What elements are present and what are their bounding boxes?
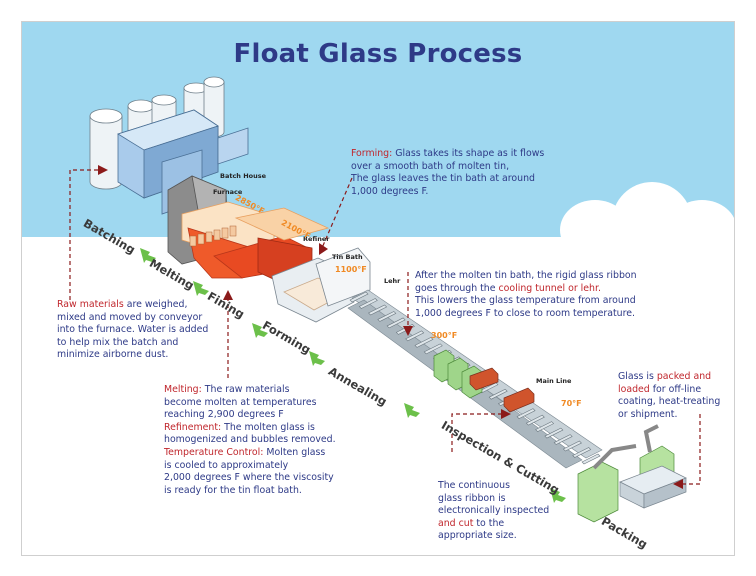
conveyor-roller bbox=[405, 330, 425, 342]
forming-caption-text: over a smooth bath of molten tin, bbox=[351, 160, 510, 172]
tin-bath-temperature: 1100°F bbox=[335, 265, 367, 274]
forming-caption-label: Forming: bbox=[351, 148, 393, 159]
inspection-caption-text: to the bbox=[473, 517, 505, 529]
leader-arrowheads bbox=[98, 165, 683, 489]
annealing-caption-text: goes through the bbox=[415, 282, 499, 294]
packing-robots bbox=[577, 424, 687, 523]
raw-materials-caption-text: into the furnace. Water is added bbox=[57, 324, 209, 336]
conveyor-roller bbox=[535, 421, 555, 432]
conveyor-roller bbox=[581, 453, 601, 465]
melting-caption: Melting: The raw materials become molten… bbox=[164, 384, 336, 497]
annealing-temperature: 300°F bbox=[431, 331, 458, 340]
melting-caption-text: become molten at temperatures bbox=[164, 396, 317, 408]
packing-caption: Glass is packed and loaded for off-line … bbox=[618, 371, 720, 421]
tin-bath-label: Tin Bath bbox=[332, 253, 363, 261]
melting-caption-text: Molten glass bbox=[263, 446, 326, 458]
diagram-frame: Float Glass Process Batch House Furnace … bbox=[21, 21, 735, 556]
melting-caption-label: Melting: bbox=[164, 384, 202, 395]
melting-caption-text: homogenized and bubbles removed. bbox=[164, 434, 336, 446]
raw-materials-caption-text: to help mix the batch and bbox=[57, 336, 179, 348]
melting-caption-text: is cooled to approximately bbox=[164, 459, 289, 471]
inspection-caption-text: electronically inspected bbox=[438, 505, 550, 517]
stage-arrows bbox=[140, 248, 566, 503]
packing-caption-text: Glass is bbox=[618, 371, 657, 382]
forming-caption-text: 1,000 degrees F. bbox=[351, 185, 429, 197]
main-line-temperature: 70°F bbox=[561, 399, 582, 408]
refiner-label: Refiner bbox=[303, 235, 330, 243]
packing-caption-highlight: loaded bbox=[618, 383, 650, 395]
annealing-caption-text: After the molten tin bath, the rigid gla… bbox=[415, 270, 637, 281]
raw-materials-caption-text: are weighed, bbox=[123, 299, 188, 310]
inspection-caption-text: appropriate size. bbox=[438, 530, 517, 542]
annealing-caption-text: This lowers the glass temperature from a… bbox=[415, 295, 636, 307]
conveyor-roller bbox=[488, 388, 508, 400]
page-title: Float Glass Process bbox=[233, 39, 523, 69]
forming-caption-text: The glass leaves the tin bath at around bbox=[351, 173, 535, 185]
cutters bbox=[469, 367, 535, 413]
inspection-caption: The continuous glass ribbon is electroni… bbox=[438, 480, 549, 543]
packing-caption-text: or shipment. bbox=[618, 408, 678, 420]
annealing-caption: After the molten tin bath, the rigid gla… bbox=[415, 270, 637, 320]
conveyor-roller bbox=[377, 311, 397, 322]
raw-materials-caption-text: minimize airborne dust. bbox=[57, 349, 169, 361]
raw-materials-caption-label: Raw materials bbox=[57, 299, 124, 310]
annealing-caption-highlight: cooling tunnel or lehr. bbox=[498, 282, 601, 294]
batch-house-label: Batch House bbox=[220, 172, 267, 180]
melting-caption-text: is ready for the tin float bath. bbox=[164, 484, 302, 496]
inspection-caption-text: The continuous bbox=[438, 480, 510, 491]
inspection-caption-text: glass ribbon is bbox=[438, 492, 506, 504]
conveyor-roller bbox=[414, 336, 434, 348]
lehr-label: Lehr bbox=[384, 277, 401, 285]
tin-bath bbox=[271, 247, 371, 323]
furnace bbox=[167, 175, 330, 285]
raw-materials-caption-text: mixed and moved by conveyor bbox=[57, 311, 203, 323]
forming-caption: Forming: Glass takes its shape as it flo… bbox=[351, 148, 544, 198]
process-illustration bbox=[69, 76, 701, 523]
packing-caption-text: coating, heat-treating bbox=[618, 396, 721, 408]
melting-caption-text: reaching 2,900 degrees F bbox=[164, 409, 284, 421]
packing-caption-highlight: packed and bbox=[656, 371, 712, 382]
packing-caption-text: for off-line bbox=[649, 383, 702, 395]
conveyor-roller bbox=[423, 343, 443, 355]
refinement-caption-label: Refinement: bbox=[164, 421, 222, 433]
conveyor-roller bbox=[516, 408, 536, 420]
conveyor-roller bbox=[553, 434, 573, 445]
conveyor-roller bbox=[544, 427, 564, 439]
conveyor-roller bbox=[562, 440, 582, 452]
conveyor-roller bbox=[358, 298, 378, 309]
temperature-control-caption-label: Temperature Control: bbox=[164, 446, 264, 458]
melting-caption-text: The molten glass is bbox=[221, 421, 315, 433]
cloud bbox=[667, 200, 734, 260]
main-line-label: Main Line bbox=[536, 377, 572, 385]
forming-caption-text: Glass takes its shape as it flows bbox=[392, 148, 545, 159]
melting-caption-text: 2,000 degrees F where the viscosity bbox=[164, 472, 334, 484]
furnace-label: Furnace bbox=[213, 188, 243, 196]
conveyor-roller bbox=[572, 447, 592, 458]
inspection-caption-highlight: and cut bbox=[438, 517, 474, 529]
leader-lines bbox=[69, 169, 701, 485]
conveyor-roller bbox=[386, 317, 406, 329]
conveyor-roller bbox=[525, 414, 545, 426]
conveyor-roller bbox=[368, 304, 388, 316]
melting-caption-text: The raw materials bbox=[201, 384, 290, 395]
annealing-caption-text: 1,000 degrees F to close to room tempera… bbox=[415, 307, 635, 319]
raw-materials-caption: Raw materials are weighed, mixed and mov… bbox=[57, 299, 208, 362]
conveyor-roller bbox=[349, 291, 369, 303]
